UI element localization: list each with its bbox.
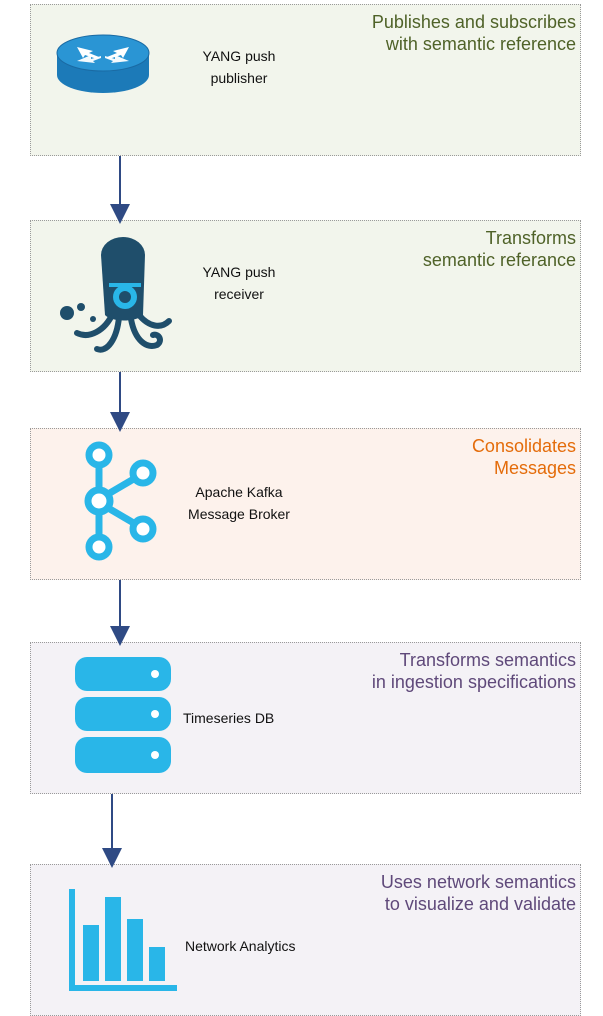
stage-label: Apache Kafka Message Broker [188, 484, 290, 522]
router-icon [55, 31, 151, 106]
bar-chart-icon [69, 889, 179, 998]
database-icon [75, 657, 171, 782]
stage-analytics: Uses network semantics to visualize and … [30, 864, 581, 1016]
stage-label: YANG push publisher [202, 48, 276, 86]
stage-title: Transforms semantic referance [422, 228, 576, 270]
stage-receiver: Transforms semantic referance YANG push … [30, 220, 581, 372]
stage-publisher: Publishes and subscribes with semantic r… [30, 4, 581, 156]
stage-title: Consolidates Messages [471, 436, 576, 478]
stage-broker: Consolidates Messages Apache Kafka Messa… [30, 428, 581, 580]
stage-label: Timeseries DB [183, 710, 275, 726]
stage-timeseries-db: Transforms semantics in ingestion specif… [30, 642, 581, 794]
stage-label: YANG push receiver [202, 264, 276, 302]
stage-title: Uses network semantics to visualize and … [380, 872, 576, 914]
stage-title: Publishes and subscribes with semantic r… [371, 12, 576, 54]
kafka-icon [79, 441, 159, 566]
stage-title: Transforms semantics in ingestion specif… [371, 650, 576, 692]
octopus-icon [53, 235, 183, 370]
stage-label: Network Analytics [185, 938, 296, 954]
